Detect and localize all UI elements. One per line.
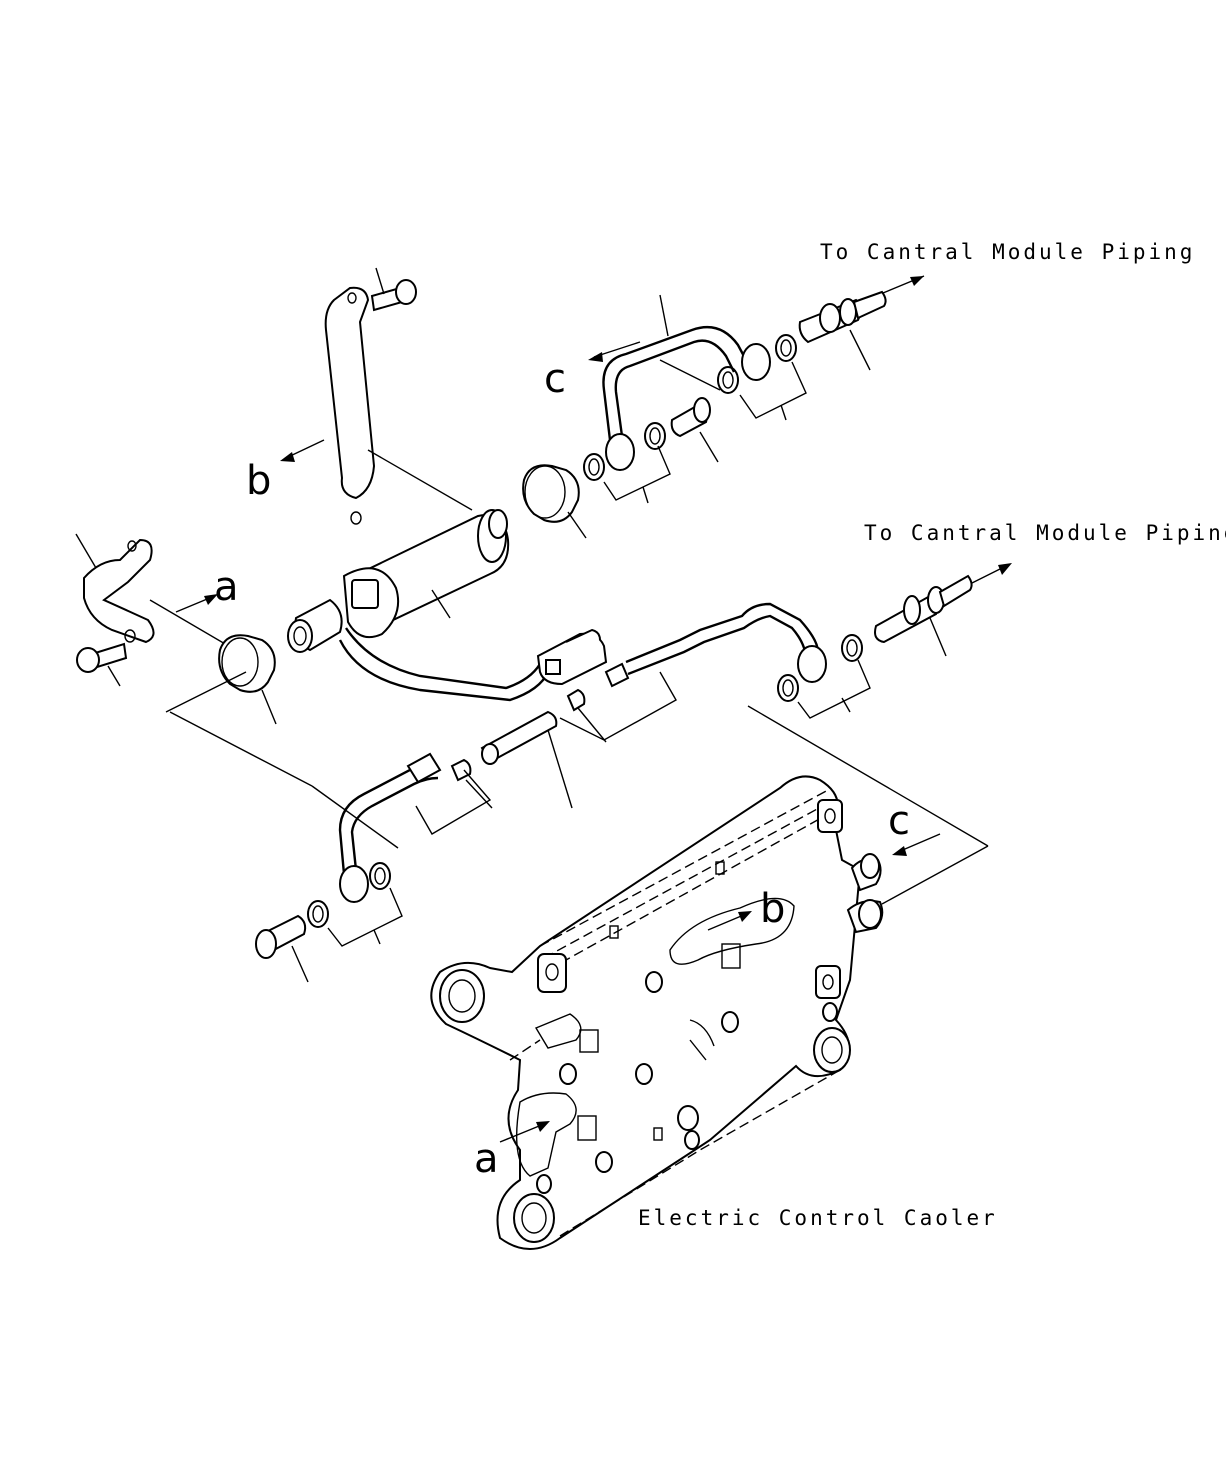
arrow-a-left <box>175 594 218 613</box>
bolt-left <box>76 642 128 687</box>
center-hose-assembly <box>415 671 677 835</box>
bolt-top <box>370 267 417 312</box>
arrow-b-left <box>280 439 325 462</box>
ref-letter-c-right: c <box>888 798 910 844</box>
arrow-c-right <box>892 833 941 856</box>
connector-fitting-mid <box>874 574 973 657</box>
rubber-grommet-lower <box>218 634 277 725</box>
bracket-b <box>324 286 473 525</box>
lower-left-pipe <box>169 711 442 903</box>
electric-control-cooler <box>430 775 884 1250</box>
arrow-c-upper <box>588 341 641 362</box>
inline-filter-cylinder <box>287 509 550 702</box>
ref-letter-a-left: a <box>214 564 239 610</box>
leader-c-cooler <box>747 705 989 905</box>
wire-connector <box>536 628 608 686</box>
seal-washers-lower-left <box>307 862 403 947</box>
electric-control-cooler-label: Electric Control Caoler <box>638 1206 998 1230</box>
bracket-a <box>75 533 233 649</box>
arrow-b-cooler <box>707 911 752 931</box>
seal-washers-top <box>717 334 807 421</box>
ref-letter-a-cooler: a <box>474 1136 499 1182</box>
connector-fitting-top <box>798 290 887 371</box>
arrow-to-control-module-top <box>882 275 925 294</box>
seal-washers-middle <box>583 422 671 504</box>
arrow-to-control-module-mid <box>965 563 1012 587</box>
ref-letter-c-upper: c <box>544 356 566 402</box>
banjo-bolt-lower-left <box>255 914 309 983</box>
rubber-grommet-upper <box>522 464 587 539</box>
to-control-module-label-mid: To Cantral Module Piping <box>864 521 1226 545</box>
banjo-bolt-upper <box>670 397 719 463</box>
arrow-a-cooler <box>499 1121 550 1143</box>
ref-letter-b-left: b <box>246 458 271 504</box>
ref-letter-b-cooler: b <box>760 886 785 932</box>
upper-pipe <box>602 294 771 471</box>
leader-grommet-lower <box>165 671 247 713</box>
to-control-module-label-top: To Cantral Module Piping <box>820 240 1195 264</box>
mid-pipe <box>604 602 827 688</box>
seal-washers-mid-right <box>777 634 871 719</box>
